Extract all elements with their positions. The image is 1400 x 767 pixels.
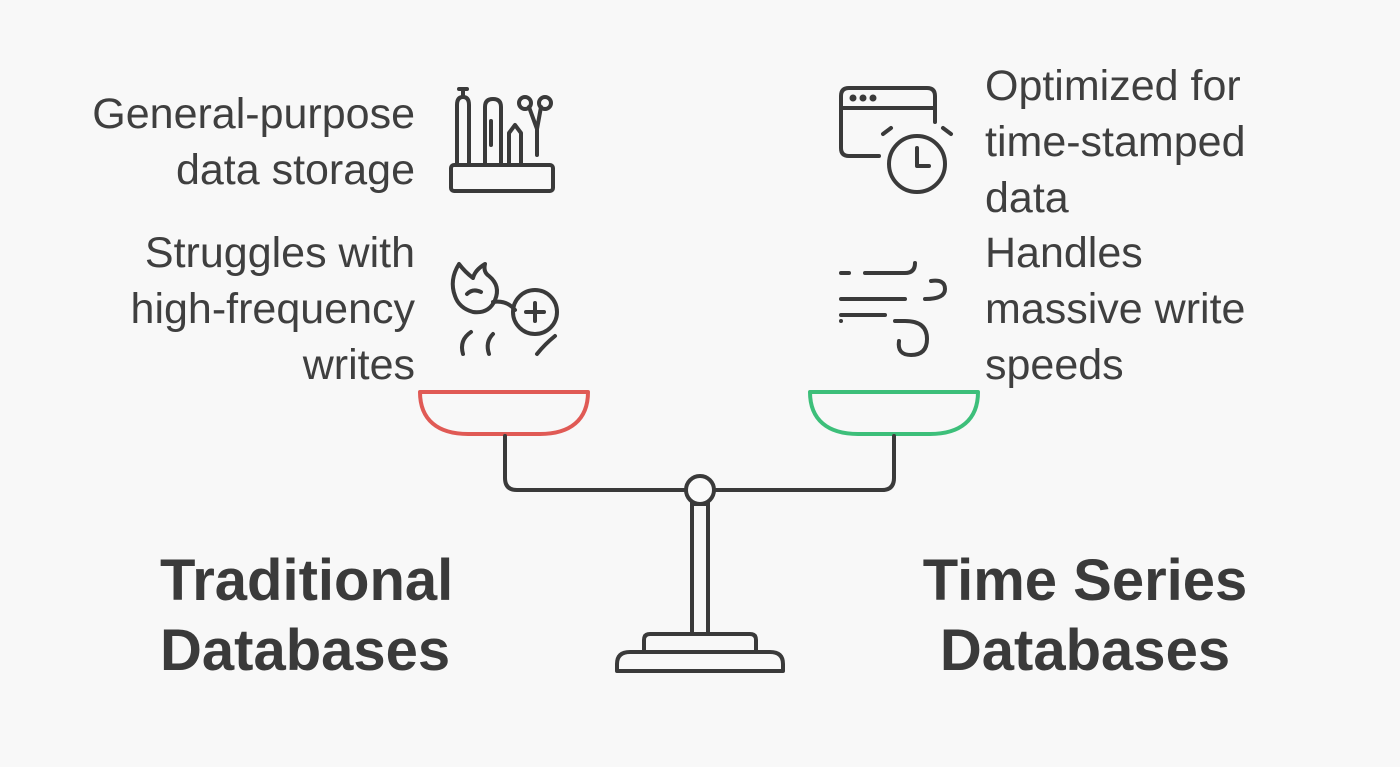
struggling-person-icon: [445, 258, 565, 363]
left-point-1-line1: General-purpose: [92, 90, 415, 138]
right-point-2-line1: Handles: [985, 229, 1143, 277]
right-point-2: Handles massive write speeds: [985, 225, 1245, 393]
left-point-1: General-purpose data storage: [92, 86, 415, 198]
scale-beam: [503, 434, 896, 492]
left-point-2: Struggles with high-frequency writes: [131, 225, 415, 393]
scale-pivot: [684, 474, 716, 506]
right-title-line1: Time Series: [922, 548, 1248, 613]
scale-base-top: [642, 632, 758, 652]
tools-holder-icon: [445, 85, 560, 200]
right-point-1: Optimized for time-stamped data: [985, 58, 1245, 226]
right-point-1-line3: data: [985, 174, 1069, 222]
left-point-2-line1: Struggles with: [144, 229, 415, 277]
right-title: Time Series Databases: [920, 546, 1250, 686]
scale-post: [690, 502, 710, 636]
wind-speed-icon: [835, 255, 955, 365]
left-pan: [418, 390, 590, 436]
right-point-1-line2: time-stamped: [985, 118, 1246, 166]
left-title: Traditional Databases: [160, 546, 454, 686]
browser-clock-icon: [835, 82, 955, 197]
left-point-1-line2: data storage: [175, 146, 415, 194]
scale-base: [615, 650, 785, 673]
right-pan: [808, 390, 980, 436]
right-point-2-line2: massive write: [985, 285, 1246, 333]
left-point-2-line2: high-frequency: [130, 285, 415, 333]
left-point-2-line3: writes: [302, 341, 415, 389]
left-title-line2: Databases: [160, 618, 451, 683]
right-point-1-line1: Optimized for: [985, 62, 1241, 110]
left-title-line1: Traditional: [160, 548, 454, 613]
right-title-line2: Databases: [939, 618, 1231, 683]
right-point-2-line3: speeds: [985, 341, 1124, 389]
